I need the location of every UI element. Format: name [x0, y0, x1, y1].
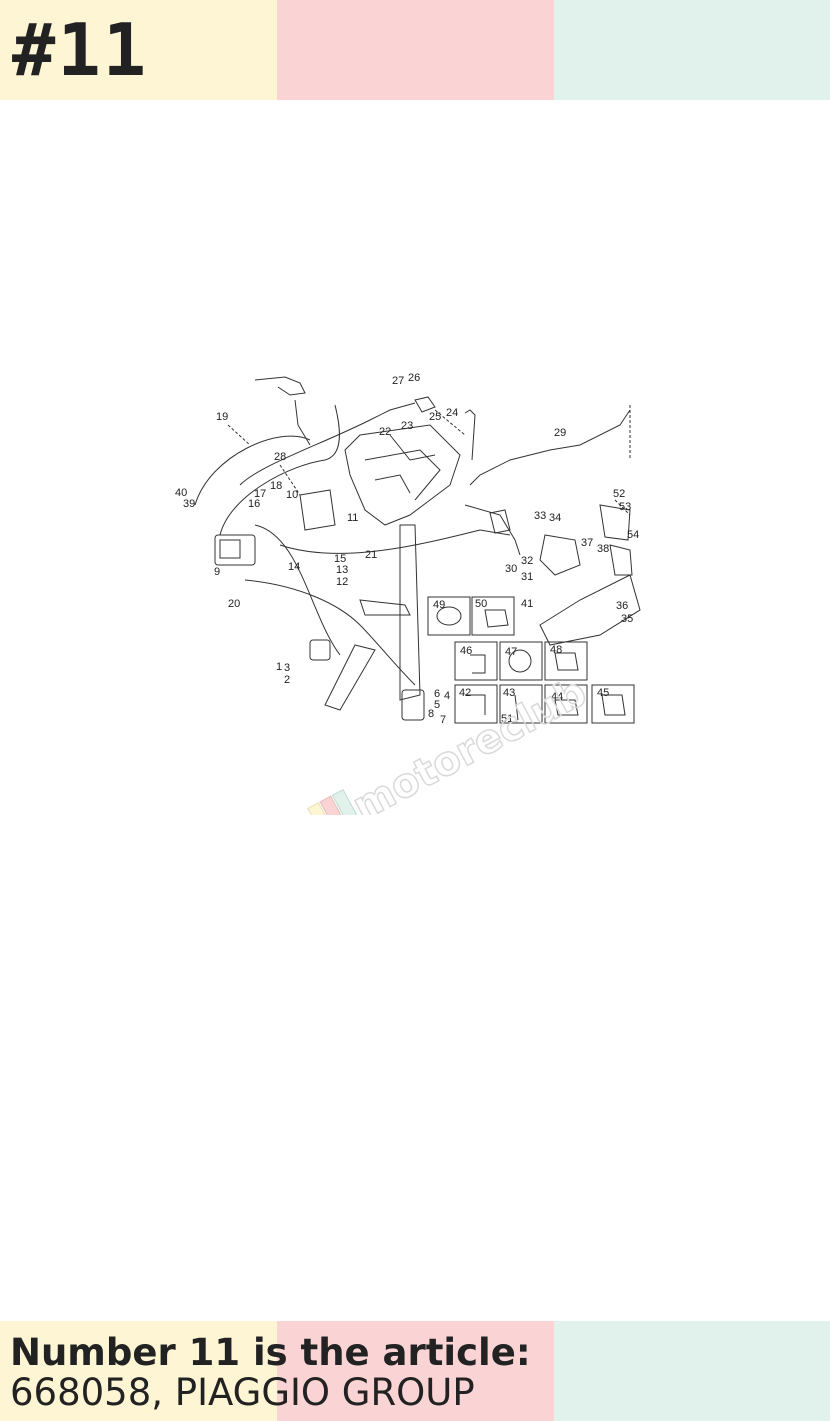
callout-47: 47 [505, 646, 517, 658]
callout-1: 1 [276, 661, 282, 673]
callout-41: 41 [521, 598, 533, 610]
callout-42: 42 [459, 687, 471, 699]
callout-19: 19 [216, 411, 228, 423]
callout-35: 35 [621, 613, 633, 625]
item-number-heading: #11 [12, 8, 149, 92]
footer-color-band [0, 1321, 830, 1421]
callout-52: 52 [613, 488, 625, 500]
callout-23: 23 [401, 420, 413, 432]
callout-45: 45 [597, 687, 609, 699]
callout-11: 11 [347, 512, 358, 524]
callout-36: 36 [616, 600, 628, 612]
callout-31: 31 [521, 571, 533, 583]
callout-49: 49 [433, 599, 445, 611]
callout-44: 44 [551, 691, 563, 703]
callout-20: 20 [228, 598, 240, 610]
callout-53: 53 [619, 501, 631, 513]
callout-7: 7 [440, 714, 446, 726]
callout-34: 34 [549, 512, 561, 524]
callout-51: 51 [501, 713, 513, 725]
callout-5: 5 [434, 699, 440, 711]
band-mint [554, 0, 830, 100]
callout-43: 43 [503, 687, 515, 699]
callout-54: 54 [627, 529, 639, 541]
footer-band-pink [277, 1321, 554, 1421]
callout-18: 18 [270, 480, 282, 492]
callout-2: 2 [284, 674, 290, 686]
callout-15: 15 [334, 553, 346, 565]
callout-12: 12 [336, 576, 348, 588]
callout-30: 30 [505, 563, 517, 575]
callout-16: 16 [248, 498, 260, 510]
callout-39: 39 [183, 498, 195, 510]
footer-band-mint [554, 1321, 830, 1421]
callout-37: 37 [581, 537, 593, 549]
callout-21: 21 [365, 549, 377, 561]
callout-40: 40 [175, 487, 187, 499]
callout-29: 29 [554, 427, 566, 439]
callout-22: 22 [379, 426, 391, 438]
callout-14: 14 [288, 561, 300, 573]
article-caption: Number 11 is the article: [10, 1331, 531, 1374]
callout-33: 33 [534, 510, 546, 522]
callout-6: 6 [434, 688, 440, 700]
header-color-band [0, 0, 830, 100]
callout-9: 9 [214, 566, 220, 578]
watermark-logo: motoreclub [307, 668, 595, 815]
callout-3: 3 [284, 662, 290, 674]
band-yellow [0, 0, 277, 100]
callout-48: 48 [550, 644, 562, 656]
callout-32: 32 [521, 555, 533, 567]
callout-46: 46 [460, 645, 472, 657]
callout-10: 10 [286, 489, 298, 501]
callout-26-top: 26 [408, 372, 420, 384]
callout-50: 50 [475, 598, 487, 610]
callout-17: 17 [254, 488, 266, 500]
callout-4: 4 [444, 690, 450, 702]
article-number-manufacturer: 668058, PIAGGIO GROUP [10, 1371, 475, 1414]
callout-8: 8 [428, 708, 434, 720]
brake-system-exploded-diagram: 1 2 3 4 5 6 7 8 9 10 11 12 13 14 15 16 1… [175, 372, 641, 815]
callout-25: 25 [429, 411, 441, 423]
callout-38: 38 [597, 543, 609, 555]
band-pink [277, 0, 554, 100]
callout-13: 13 [336, 564, 348, 576]
footer-band-yellow [0, 1321, 277, 1421]
callout-27-top: 27 [392, 375, 404, 387]
callout-24: 24 [446, 407, 458, 419]
callout-28: 28 [274, 451, 286, 463]
